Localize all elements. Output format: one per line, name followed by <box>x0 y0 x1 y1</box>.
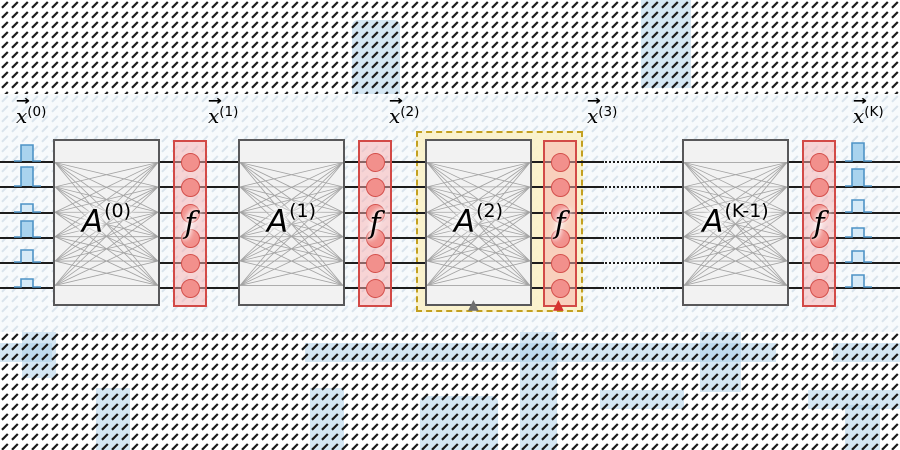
neuron-circle <box>809 253 829 273</box>
weight-marker-icon: ▲ <box>468 297 479 313</box>
neuron-circle <box>365 203 385 223</box>
neuron-circle <box>550 152 570 172</box>
vector-label-x2: →x(2) <box>389 94 420 128</box>
vector-arrow-icon: → <box>587 94 602 109</box>
neuron-circle <box>180 228 200 248</box>
activation-label: f <box>184 205 196 241</box>
signal-pulse-icon <box>14 220 41 238</box>
neuron-circle <box>365 152 385 172</box>
signal-wire-dashed <box>602 186 662 188</box>
neuron-circle <box>365 177 385 197</box>
neuron-circle <box>180 278 200 298</box>
vector-label-x1: →x(1) <box>208 94 239 128</box>
dense-connections <box>55 162 158 286</box>
activation-marker-icon: ▲ <box>553 297 564 313</box>
neuron-circle <box>180 177 200 197</box>
weight-matrix-block-2: A(2) <box>425 139 532 306</box>
neuron-circle <box>809 278 829 298</box>
neuron-circle <box>809 152 829 172</box>
signal-pulse-icon <box>14 278 41 288</box>
neuron-circle <box>550 278 570 298</box>
diagonal-hatch-texture <box>0 0 900 94</box>
top-hatch-band <box>0 0 900 94</box>
signal-pulse-icon <box>845 274 872 288</box>
activation-block-0: f <box>173 140 207 307</box>
weight-matrix-block-0: A(0) <box>53 139 160 306</box>
activation-label: f <box>813 205 825 241</box>
signal-wire-dashed <box>602 287 662 289</box>
signal-pulse-icon <box>14 203 41 213</box>
vector-arrow-icon: → <box>208 94 223 109</box>
neuron-circle <box>180 152 200 172</box>
vector-arrow-icon: → <box>389 94 404 109</box>
bottom-hatch-band <box>0 332 900 450</box>
weight-matrix-label: A(2) <box>453 200 504 240</box>
signal-pulse-icon <box>845 142 872 162</box>
signal-pulse-icon <box>14 166 41 187</box>
weight-matrix-label: A(0) <box>81 200 132 240</box>
weight-matrix-label: A(1) <box>266 200 317 240</box>
signal-pulse-icon <box>845 168 872 187</box>
neuron-circle <box>809 177 829 197</box>
neuron-circle <box>365 278 385 298</box>
neuron-circle <box>180 203 200 223</box>
signal-wire-dashed <box>602 161 662 163</box>
diagonal-hatch-texture <box>0 332 900 450</box>
vector-label-xK: →x(K) <box>853 94 884 128</box>
neuron-circle <box>550 177 570 197</box>
signal-wire-dashed <box>602 262 662 264</box>
signal-pulse-icon <box>14 249 41 263</box>
signal-pulse-icon <box>845 199 872 213</box>
signal-pulse-icon <box>14 144 41 162</box>
activation-block-1: f <box>358 140 392 307</box>
vector-arrow-icon: → <box>853 94 868 109</box>
weight-matrix-label: A(K-1) <box>702 200 769 240</box>
vector-label-x0: →x(0) <box>16 94 47 128</box>
signal-pulse-icon <box>845 227 872 238</box>
activation-block-2: f <box>543 140 577 307</box>
signal-wire-dashed <box>602 212 662 214</box>
neuron-circle <box>365 253 385 273</box>
neuron-circle <box>365 228 385 248</box>
neuron-circle <box>809 203 829 223</box>
dense-connections <box>684 162 787 286</box>
vector-label-x3: →x(3) <box>587 94 618 128</box>
activation-label: f <box>369 205 381 241</box>
dense-connections <box>240 162 343 286</box>
neuron-circle <box>550 228 570 248</box>
vector-arrow-icon: → <box>16 94 31 109</box>
weight-matrix-block-3: A(K-1) <box>682 139 789 306</box>
neuron-circle <box>550 253 570 273</box>
neuron-circle <box>550 203 570 223</box>
dense-connections <box>427 162 530 286</box>
activation-block-3: f <box>802 140 836 307</box>
signal-pulse-icon <box>845 250 872 263</box>
signal-wire-dashed <box>602 237 662 239</box>
activation-label: f <box>554 205 566 241</box>
weight-matrix-block-1: A(1) <box>238 139 345 306</box>
neuron-circle <box>809 228 829 248</box>
neuron-circle <box>180 253 200 273</box>
